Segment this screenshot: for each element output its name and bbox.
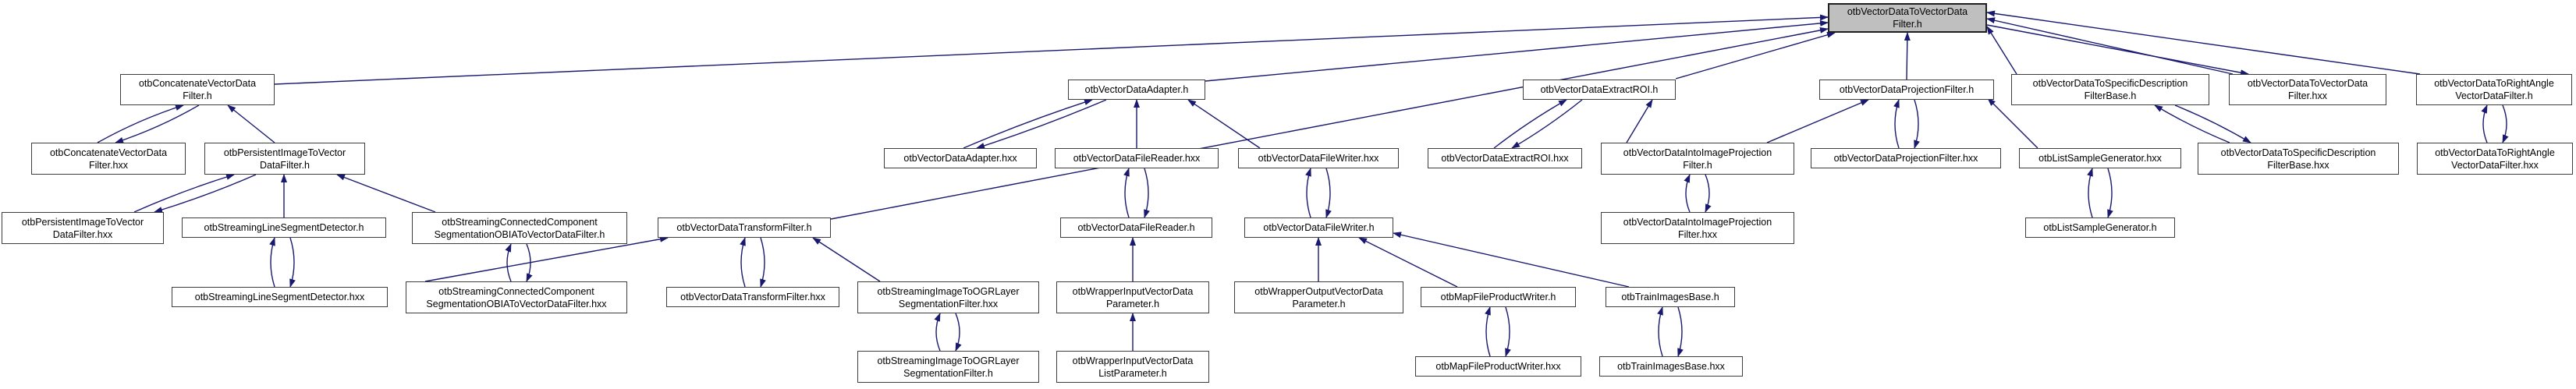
edge-transform-h-to-root [830,27,1829,220]
graph-node-rightangle-h[interactable]: otbVectorDataToRightAngle VectorDataFilt… [2416,74,2572,105]
edge-concatenate-hxx-to-concatenate-h [97,104,184,143]
edge-linesegment-hxx-to-linesegment-h [269,237,275,288]
edge-rightangle-hxx-to-rightangle-h [2481,104,2488,143]
edge-ogrlayer-h-to-ogrlayer-hxx [934,313,941,352]
edge-ogrlayer-hxx-to-ogrlayer-h [955,313,962,352]
edge-specificdesc-hxx-to-specificdesc-h [2154,104,2230,143]
edge-mapfile-hxx-to-mapfile-h [1485,306,1491,357]
edge-extractroi-hxx-to-extractroi-h [1493,99,1567,149]
edge-projection-h-to-projection-hxx [1914,99,1920,149]
graph-node-transform-hxx[interactable]: otbVectorDataTransformFilter.hxx [666,287,839,307]
edge-connectedcomp-h-to-persistent-h [336,174,436,213]
graph-node-specificdesc-hxx[interactable]: otbVectorDataToSpecificDescription Filte… [2198,143,2399,175]
graph-node-projection-h[interactable]: otbVectorDataProjectionFilter.h [1819,80,1994,100]
edge-adapter-hxx-to-adapter-h [963,99,1093,149]
graph-node-connectedcomp-hxx[interactable]: otbStreamingConnectedComponent Segmentat… [406,281,627,313]
edge-listsample-hxx-to-projection-h [1987,97,2038,149]
graph-node-connectedcomp-h[interactable]: otbStreamingConnectedComponent Segmentat… [412,212,627,244]
edge-connectedcomp-hxx-to-transform-h [424,235,669,282]
edge-mapfile-h-to-mapfile-hxx [1505,306,1511,357]
graph-node-linesegment-hxx[interactable]: otbStreamingLineSegmentDetector.hxx [172,287,388,307]
edge-listsample-hxx-to-listsample-h [2107,168,2113,218]
edge-filereader-h-to-filereader-hxx [1123,168,1130,218]
graph-node-adapter-h[interactable]: otbVectorDataAdapter.h [1068,80,1205,100]
edge-trainimages-h-to-filewriter-h [1393,232,1630,288]
edge-filewriter-h-to-filewriter-hxx [1305,168,1311,218]
edge-persistent-hxx-to-persistent-h [133,174,235,213]
graph-node-filereader-hxx[interactable]: otbVectorDataFileReader.hxx [1055,148,1219,168]
graph-node-mapfile-hxx[interactable]: otbMapFileProductWriter.hxx [1415,356,1581,377]
graph-node-trainimages-hxx[interactable]: otbTrainImagesBase.hxx [1599,356,1743,377]
graph-node-persistent-hxx[interactable]: otbPersistentImageToVector DataFilter.hx… [2,212,164,244]
edge-ogrlayer-hxx-to-transform-h [812,237,881,282]
graph-node-concatenate-h[interactable]: otbConcatenateVectorData Filter.h [120,74,275,105]
edge-intoimage-h-to-intoimage-hxx [1705,174,1712,213]
edge-tovector-hxx-to-root [1986,17,2234,75]
edge-trainimages-h-to-trainimages-hxx [1677,306,1684,357]
edge-projection-hxx-to-projection-h [1893,99,1900,149]
graph-node-filewriter-h[interactable]: otbVectorDataFileWriter.h [1244,217,1393,238]
edge-rightangle-h-to-rightangle-hxx [2502,104,2509,143]
edge-linesegment-h-to-linesegment-hxx [289,237,296,288]
edge-intoimage-h-to-extractroi-h [1626,99,1653,143]
edge-trainimages-hxx-to-trainimages-h [1657,306,1663,357]
graph-node-linesegment-h[interactable]: otbStreamingLineSegmentDetector.h [182,217,386,238]
edge-listsample-h-to-listsample-hxx [2087,168,2093,218]
graph-node-tovector-hxx[interactable]: otbVectorDataToVectorData Filter.hxx [2229,74,2386,105]
edge-specificdesc-h-to-specificdesc-hxx [2174,104,2251,143]
graph-node-adapter-hxx[interactable]: otbVectorDataAdapter.hxx [884,148,1037,168]
edge-concatenate-h-to-root [274,14,1829,85]
graph-node-filereader-h[interactable]: otbVectorDataFileReader.h [1060,217,1212,238]
graph-node-specificdesc-h[interactable]: otbVectorDataToSpecificDescription Filte… [2011,74,2209,105]
graph-node-wrapperinput-h[interactable]: otbWrapperInputVectorData Parameter.h [1056,281,1209,313]
edge-transform-hxx-to-transform-h [740,237,746,288]
edge-transform-h-to-transform-hxx [760,237,766,288]
graph-node-wrapperoutput-h[interactable]: otbWrapperOutputVectorData Parameter.h [1234,281,1403,313]
graph-node-concatenate-hxx[interactable]: otbConcatenateVectorData Filter.hxx [31,143,186,175]
edge-concatenate-h-to-concatenate-hxx [115,104,200,143]
edge-intoimage-h-to-projection-h [1766,99,1869,143]
edge-adapter-h-to-adapter-hxx [976,99,1107,149]
edge-extractroi-h-to-extractroi-hxx [1511,99,1583,149]
graph-node-projection-hxx[interactable]: otbVectorDataProjectionFilter.hxx [1811,148,2001,168]
edge-mapfile-h-to-filewriter-h [1358,237,1458,288]
graph-node-trainimages-h[interactable]: otbTrainImagesBase.h [1606,287,1735,307]
edge-intoimage-hxx-to-intoimage-h [1684,174,1691,213]
graph-node-transform-h[interactable]: otbVectorDataTransformFilter.h [658,217,831,238]
graph-node-root: otbVectorDataToVectorData Filter.h [1828,3,1987,33]
graph-node-intoimage-hxx[interactable]: otbVectorDataIntoImageProjection Filter.… [1601,212,1794,244]
edge-filereader-hxx-to-filereader-h [1144,168,1150,218]
graph-node-persistent-h[interactable]: otbPersistentImageToVector DataFilter.h [204,143,365,175]
graph-node-extractroi-hxx[interactable]: otbVectorDataExtractROI.hxx [1428,148,1582,168]
graph-node-listsample-hxx[interactable]: otbListSampleGenerator.hxx [2019,148,2181,168]
graph-node-ogrlayer-h[interactable]: otbStreamingImageToOGRLayer Segmentation… [857,351,1039,383]
graph-node-intoimage-h[interactable]: otbVectorDataIntoImageProjection Filter.… [1601,143,1794,175]
edge-filewriter-hxx-to-filewriter-h [1325,168,1332,218]
edge-root-to-tovector-hxx [1986,24,2249,76]
edge-connectedcomp-hxx-to-connectedcomp-h [505,243,512,282]
edge-persistent-h-to-persistent-hxx [154,174,257,213]
edge-extractroi-h-to-root [1675,31,1836,80]
edge-persistent-h-to-concatenate-h [227,104,275,143]
edge-filewriter-hxx-to-adapter-h [1187,99,1261,149]
edge-rightangle-h-to-root [1986,10,2421,75]
graph-node-ogrlayer-hxx[interactable]: otbStreamingImageToOGRLayer Segmentation… [857,281,1039,313]
graph-node-listsample-h[interactable]: otbListSampleGenerator.h [2025,217,2175,238]
edge-specificdesc-h-to-root [1986,26,2017,75]
graph-node-wrapperinputlist-h[interactable]: otbWrapperInputVectorData ListParameter.… [1056,351,1209,383]
graph-node-extractroi-h[interactable]: otbVectorDataExtractROI.h [1523,80,1676,100]
edge-adapter-h-to-root [1205,19,1829,82]
graph-node-mapfile-h[interactable]: otbMapFileProductWriter.h [1421,287,1576,307]
graph-node-filewriter-hxx[interactable]: otbVectorDataFileWriter.hxx [1238,148,1399,168]
graph-node-rightangle-hxx[interactable]: otbVectorDataToRightAngle VectorDataFilt… [2417,143,2573,175]
